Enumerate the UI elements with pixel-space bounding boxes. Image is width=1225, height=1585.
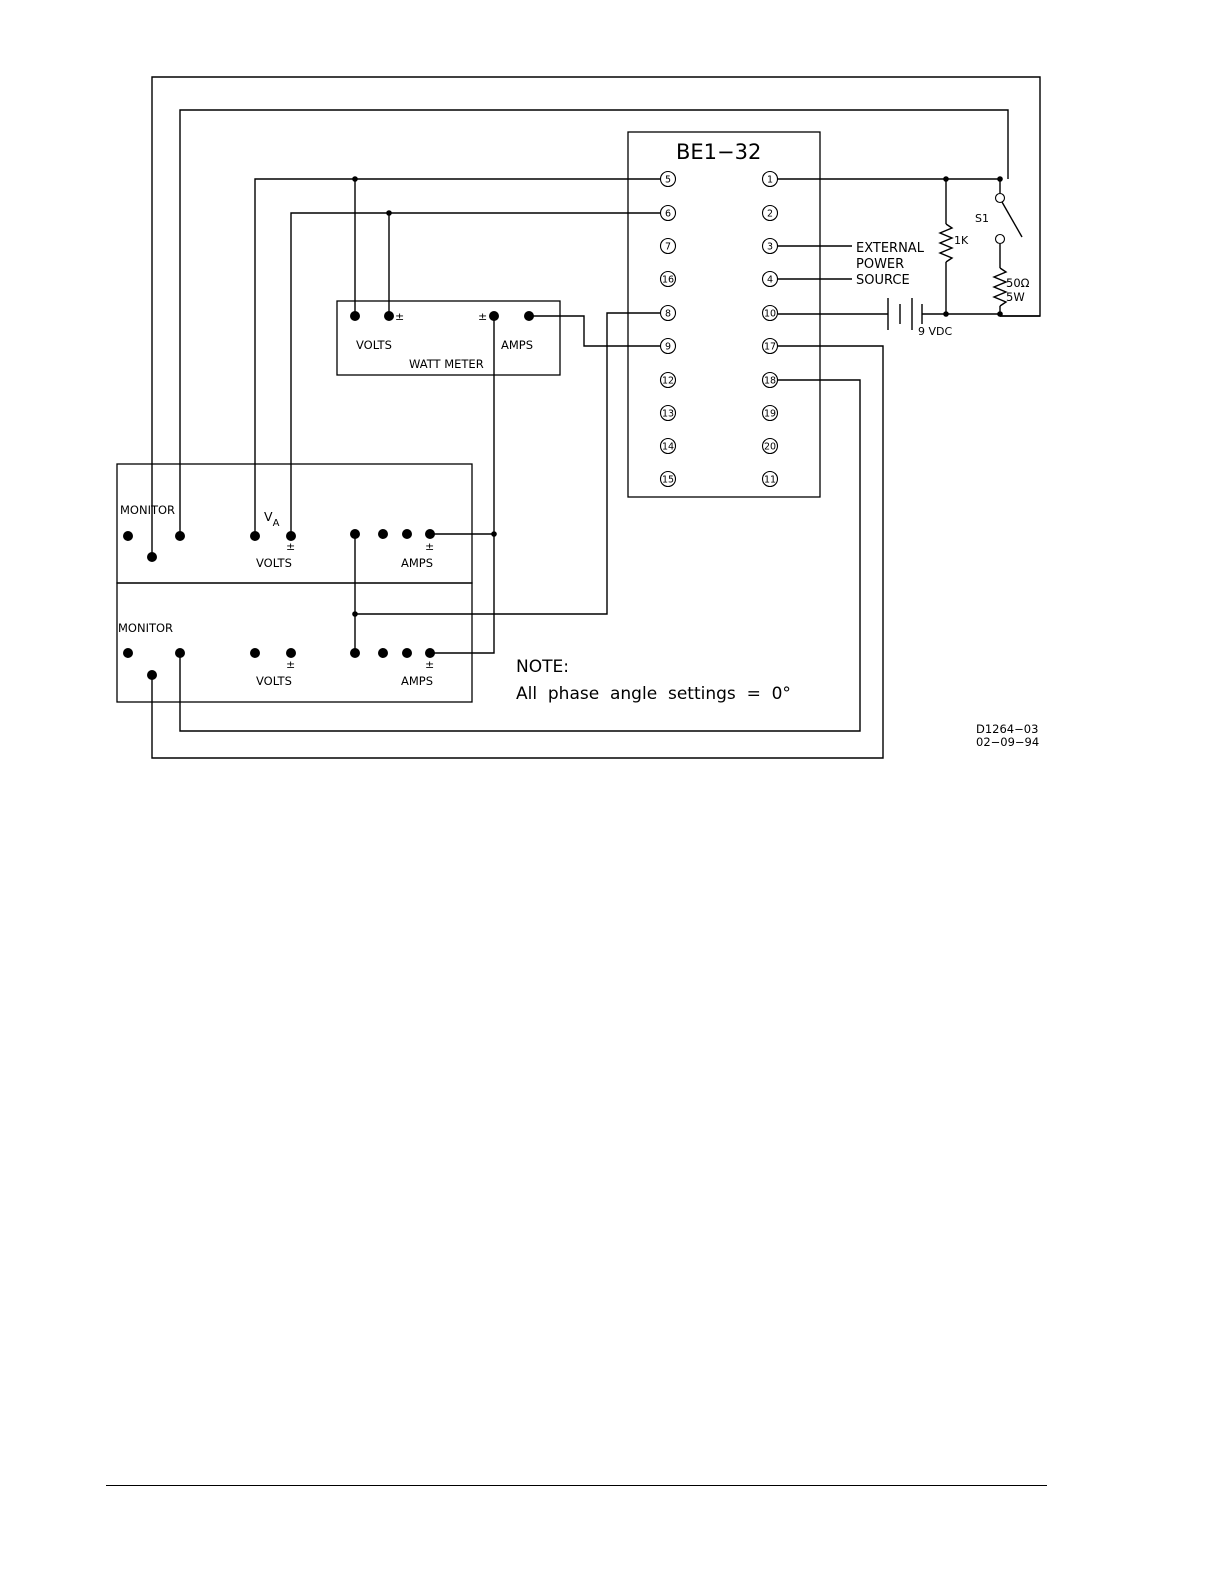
bottom-amps-label: AMPS (401, 674, 433, 688)
relay-terminal-label-6: 6 (665, 209, 671, 220)
top-amps-terminal-1 (350, 529, 360, 539)
drawing-date: 02−09−94 (976, 735, 1039, 749)
switch-s1-label: S1 (975, 212, 989, 225)
relay-terminal-label-18: 18 (764, 376, 776, 387)
top-monitor-terminal-1 (123, 531, 133, 541)
top-va-label: VA (264, 509, 280, 529)
top-monitor-terminal-3 (175, 531, 185, 541)
wm-amps-pm-sign: ± (478, 310, 487, 323)
bottom-volts-pm-terminal (286, 648, 296, 658)
wm-amps-label: AMPS (501, 338, 533, 352)
switch-s1-blade (1002, 202, 1022, 237)
note-text: All phase angle settings = 0° (516, 684, 791, 704)
bottom-volts-terminal (250, 648, 260, 658)
bottom-amps-terminal-3 (402, 648, 412, 658)
relay-terminal-label-14: 14 (662, 442, 674, 453)
top-va-sub: A (273, 518, 280, 529)
switch-s1-contact-top (996, 194, 1005, 203)
top-volts-label: VOLTS (256, 556, 292, 570)
wm-title: WATT METER (409, 357, 484, 371)
junction (943, 176, 949, 182)
wm-volts-label: VOLTS (356, 338, 392, 352)
relay-terminals: 5671689121314151234101718192011 (661, 172, 778, 487)
wm-amps-pm-terminal (489, 311, 499, 321)
relay-terminal-label-9: 9 (665, 342, 671, 353)
bottom-volts-label: VOLTS (256, 674, 292, 688)
bottom-monitor-terminal-2 (147, 670, 157, 680)
resistor-1k (940, 224, 952, 262)
wires (152, 77, 1040, 758)
note-title: NOTE: (516, 657, 569, 677)
junction (352, 611, 358, 617)
bottom-monitor-label: MONITOR (118, 621, 173, 635)
relay-terminal-label-10: 10 (764, 309, 776, 320)
bottom-amps-pm-sign: ± (425, 658, 434, 671)
relay-terminal-label-4: 4 (767, 275, 773, 286)
switch-s1-contact-bottom (996, 235, 1005, 244)
junction (943, 311, 949, 317)
top-amps-terminal-2 (378, 529, 388, 539)
wire-t9 (529, 316, 660, 346)
bottom-amps-terminal-1 (350, 648, 360, 658)
top-volts-terminal (250, 531, 260, 541)
relay-terminal-label-7: 7 (665, 242, 671, 253)
relay-terminal-label-15: 15 (662, 475, 674, 486)
wm-volts-terminal (350, 311, 360, 321)
relay-terminal-label-2: 2 (767, 209, 773, 220)
relay-title: BE1−32 (676, 140, 761, 164)
footer-rule (106, 1485, 1047, 1486)
relay-terminal-label-20: 20 (764, 442, 776, 453)
external-power-line-3: SOURCE (856, 273, 910, 288)
drawing-number: D1264−03 (976, 722, 1038, 736)
bottom-monitor-terminal-1 (123, 648, 133, 658)
relay-terminal-label-19: 19 (764, 409, 776, 420)
wm-amps-terminal (524, 311, 534, 321)
top-amps-terminal-3 (402, 529, 412, 539)
relay-terminal-label-17: 17 (764, 342, 776, 353)
external-power-line-1: EXTERNAL (856, 241, 925, 256)
relay-terminal-label-11: 11 (764, 475, 776, 486)
battery-label: 9 VDC (918, 325, 952, 338)
relay-terminal-label-13: 13 (662, 409, 674, 420)
top-amps-pm-terminal (425, 529, 435, 539)
resistor-1k-label: 1K (954, 234, 969, 247)
top-monitor-terminal-2 (147, 552, 157, 562)
relay-terminal-label-12: 12 (662, 376, 674, 387)
wm-volts-pm-terminal (384, 311, 394, 321)
resistor-50-label-2: 5W (1006, 290, 1025, 304)
wm-volts-pm-sign: ± (395, 310, 404, 323)
junction (352, 176, 358, 182)
junction (997, 176, 1003, 182)
junction (386, 210, 392, 216)
relay-terminal-label-3: 3 (767, 242, 773, 253)
bottom-amps-terminal-2 (378, 648, 388, 658)
relay-terminal-label-8: 8 (665, 309, 671, 320)
wire-second-top (180, 110, 1008, 536)
junction (997, 311, 1003, 317)
resistor-50ohm (994, 268, 1006, 306)
bottom-amps-pm-terminal (425, 648, 435, 658)
top-amps-pm-sign: ± (425, 540, 434, 553)
external-power-line-2: POWER (856, 257, 904, 272)
relay-terminal-label-1: 1 (767, 175, 773, 186)
bottom-volts-pm-sign: ± (286, 658, 295, 671)
top-volts-pm-sign: ± (286, 540, 295, 553)
top-monitor-label: MONITOR (120, 503, 175, 517)
resistor-50-label-1: 50Ω (1006, 276, 1030, 290)
junction (491, 531, 497, 537)
top-amps-label: AMPS (401, 556, 433, 570)
bottom-monitor-terminal-3 (175, 648, 185, 658)
relay-terminal-label-16: 16 (662, 275, 674, 286)
relay-terminal-label-5: 5 (665, 175, 671, 186)
wire-outer-top (152, 77, 1040, 557)
